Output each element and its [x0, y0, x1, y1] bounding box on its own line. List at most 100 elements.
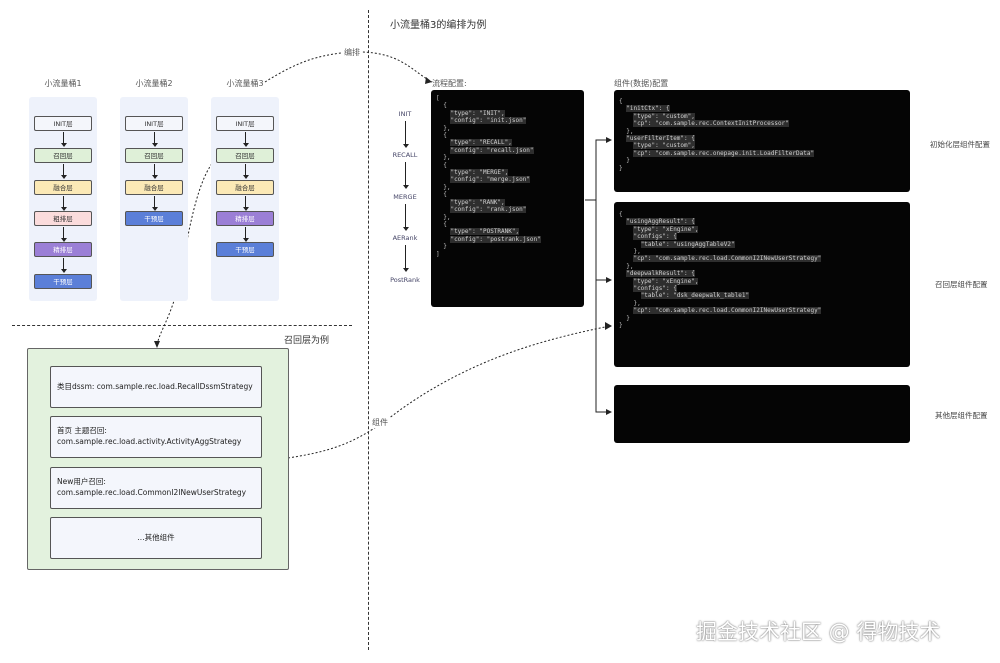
stage-intervention: 干预层: [216, 242, 274, 257]
init-config-code: { "initCtx": { "type": "custom", "cp": "…: [619, 98, 815, 172]
code-line: },: [443, 213, 451, 221]
recall-card-dssm: 类目dssm: com.sample.rec.load.RecallDssmSt…: [50, 366, 262, 408]
stage-init: INIT层: [216, 116, 274, 131]
stage-coarse-rank: 粗排层: [34, 211, 92, 226]
arrow-down: [402, 245, 409, 272]
recall-card-activity: 首页 主题召回: com.sample.rec.load.activity.Ac…: [50, 416, 262, 458]
recall-card-line: 类目dssm: com.sample.rec.load.RecallDssmSt…: [57, 382, 253, 391]
arrow-down: [60, 258, 67, 273]
code-line: "type": "xEngine",: [633, 277, 699, 285]
recall-card-line: com.sample.rec.load.activity.ActivityAgg…: [57, 437, 242, 446]
code-line: {: [443, 161, 447, 169]
code-line: ]: [436, 250, 440, 258]
stage-recall: 召回层: [34, 148, 92, 163]
diagram-title: 小流量桶3的编排为例: [390, 20, 487, 31]
component-config-title: 组件(数据)配置: [614, 79, 669, 88]
arrow-down: [60, 196, 67, 211]
code-line: "cp": "com.sample.rec.onepage.init.LoadF…: [633, 149, 815, 157]
arrow-down: [60, 227, 67, 242]
stage-merge: 融合层: [216, 180, 274, 195]
code-line: "usingAggResult": {: [626, 218, 695, 226]
arrow-down: [402, 162, 409, 189]
code-line: "cp": "com.sample.rec.load.CommonI2INewU…: [633, 307, 822, 315]
code-line: "table": "dsk_deepwalk_table1": [640, 292, 750, 300]
stage-intervention: 干预层: [34, 274, 92, 289]
code-line: "deepwalkResult": {: [626, 270, 695, 278]
stage-fine-rank: 精排层: [216, 211, 274, 226]
stage-recall: 召回层: [125, 148, 183, 163]
bucket-title: 小流量桶3: [226, 79, 264, 88]
code-line: "config": "postrank.json": [450, 235, 541, 243]
orchestration-curve: [264, 51, 433, 83]
code-line: "cp": "com.sample.rec.ContextInitProcess…: [633, 120, 789, 128]
arrow-down: [242, 164, 249, 179]
code-line: "initCtx": {: [626, 105, 670, 113]
bracket-connector: [585, 139, 610, 413]
bucket-title: 小流量桶1: [44, 79, 82, 88]
flow-node-recall: RECALL: [392, 151, 418, 159]
code-line: }: [626, 314, 630, 322]
code-line: "type": "xEngine",: [633, 225, 699, 233]
code-line: "cp": "com.sample.rec.load.CommonI2INewU…: [633, 255, 822, 263]
code-line: [: [436, 95, 440, 102]
arrow-down: [60, 164, 67, 179]
flow-node-postrank: PostRank: [390, 276, 420, 284]
code-line: {: [443, 191, 447, 199]
bucket-title: 小流量桶2: [135, 79, 173, 88]
recall-card-new-user: New用户召回: com.sample.rec.load.CommonI2INe…: [50, 467, 262, 509]
recall-card-line: com.sample.rec.load.CommonI2INewUserStra…: [57, 488, 247, 497]
code-line: "userFilterItem": {: [626, 135, 695, 143]
recall-card-line: New用户召回:: [57, 477, 106, 486]
code-line: },: [443, 183, 451, 191]
code-line: },: [443, 124, 451, 132]
arrow-down: [402, 121, 409, 148]
code-line: {: [619, 98, 623, 105]
code-line: "type": "RANK",: [450, 198, 505, 206]
code-line: "config": "merge.json": [450, 176, 530, 184]
arrow-down: [242, 132, 249, 147]
code-line: }: [626, 157, 630, 165]
flow-config-code-panel: [431, 90, 584, 307]
code-line: {: [443, 220, 447, 228]
code-line: "configs": {: [633, 233, 677, 241]
code-line: {: [619, 211, 623, 218]
code-line: {: [443, 102, 447, 110]
code-line: "type": "MERGE",: [450, 169, 509, 177]
arrow-down: [151, 164, 158, 179]
code-line: "config": "rank.json": [450, 206, 527, 214]
code-line: "config": "init.json": [450, 117, 527, 125]
flow-config-title: 流程配置:: [432, 79, 467, 88]
recall-config-label: 召回层组件配置: [935, 280, 988, 289]
flow-config-code: [ { "type": "INIT", "config": "init.json…: [436, 95, 541, 258]
code-line: },: [626, 262, 634, 270]
other-config-label: 其他层组件配置: [935, 411, 988, 420]
code-line: {: [443, 132, 447, 140]
recall-section-title: 召回层为例: [284, 336, 330, 346]
recall-card-line: 首页 主题召回:: [57, 426, 107, 435]
stage-merge: 融合层: [34, 180, 92, 195]
code-line: },: [443, 154, 451, 162]
orchestration-label: 编排: [342, 47, 362, 58]
code-line: "type": "custom",: [633, 142, 695, 150]
code-line: "config": "recall.json": [450, 146, 534, 154]
stage-recall: 召回层: [216, 148, 274, 163]
flow-node-aerank: AERank: [392, 234, 418, 242]
code-line: },: [633, 299, 641, 307]
code-line: "type": "POSTRANK",: [450, 228, 520, 236]
stage-fine-rank: 精排层: [34, 242, 92, 257]
code-line: "configs": {: [633, 285, 677, 293]
stage-merge: 融合层: [125, 180, 183, 195]
other-config-panel: [614, 385, 910, 443]
arrow-down: [402, 204, 409, 231]
code-line: },: [626, 127, 634, 135]
arrow-down: [151, 196, 158, 211]
vertical-divider: [368, 10, 369, 650]
arrow-down: [151, 132, 158, 147]
stage-intervention: 干预层: [125, 211, 183, 226]
code-line: "type": "INIT",: [450, 109, 505, 117]
arrow-down: [242, 196, 249, 211]
arrow-down: [242, 227, 249, 242]
code-line: },: [633, 248, 641, 256]
stage-init: INIT层: [125, 116, 183, 131]
